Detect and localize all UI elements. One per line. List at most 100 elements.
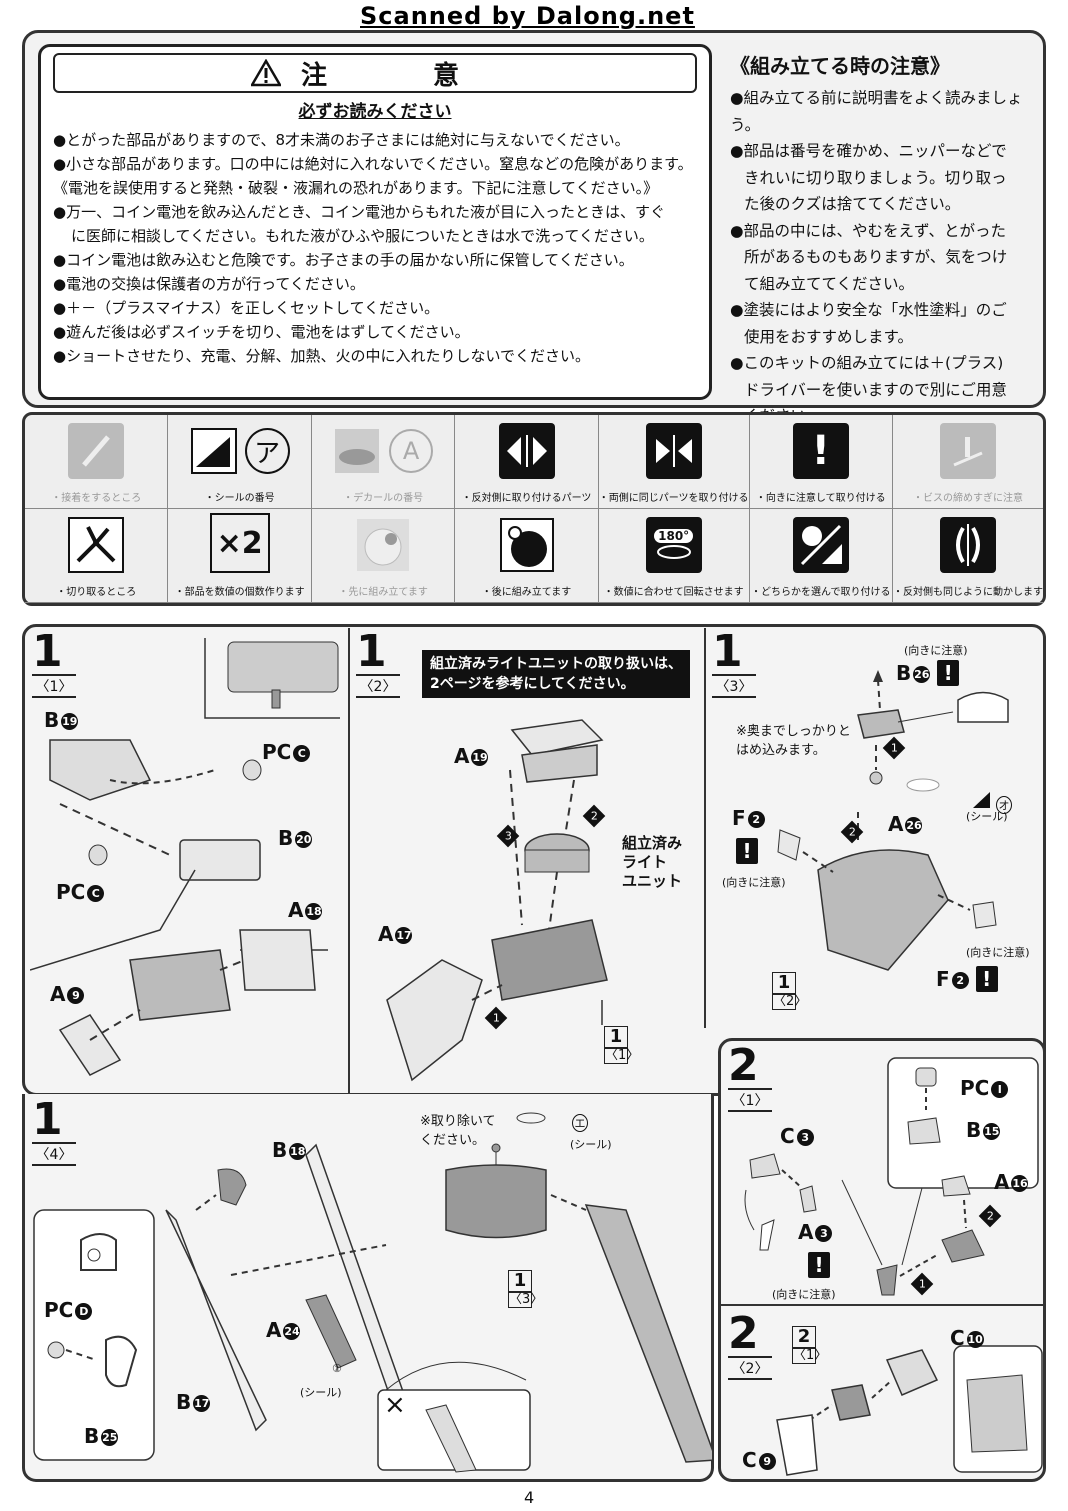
step-substep: 〈2〉 (728, 1356, 772, 1380)
light-unit-banner: 組立済みライトユニットの取り扱いは、2ページを参考にしてください。 (422, 650, 690, 698)
step-order-marker: 1 (882, 736, 906, 760)
step-1-3: 1 〈3〉 (712, 630, 756, 698)
caution-box: 注 意 必ずお読みください ●とがった部品がありますので、8才未満のお子さまには… (38, 44, 712, 400)
assembly-note-line: て組み立ててください。 (744, 274, 915, 293)
assembly-note-line: ●組み立てる前に説明書をよく読みましょう。 (730, 89, 1023, 134)
step-order-marker: 1 (484, 1006, 508, 1030)
remove-note: ※取り除いてください。 (420, 1114, 496, 1148)
choose-option-icon (792, 517, 849, 573)
caution-title: 注 意 (300, 60, 499, 91)
legend-label: ・反対側に取り付けるパーツ (461, 493, 592, 504)
legend-cell: ・切り取るところ (25, 509, 169, 603)
direction-warning-icon: ! (937, 660, 960, 686)
step-number: 1 (356, 626, 387, 677)
legend-label: ・数値に合わせて回転させます (603, 587, 744, 598)
assembly-note-line: 所があるものもありますが、気をつけ (744, 248, 1008, 266)
legend-label: ・先に組み立てます (338, 587, 428, 598)
step-substep: 〈4〉 (32, 1142, 76, 1166)
caution-header: 注 意 (53, 53, 697, 93)
legend-cell: A ・デカールの番号 (311, 415, 456, 509)
scan-credit: Scanned by Dalong.net (360, 2, 695, 30)
move-both-sides-icon (940, 517, 996, 573)
legend-cell: ・両側に同じパーツを取り付ける (598, 415, 750, 509)
sticker-number: エ (572, 1114, 588, 1132)
step-order-marker: 2 (582, 804, 606, 828)
legend-label: ・切り取るところ (56, 587, 137, 598)
assembly-note-line: ●このキットの組み立てには＋(プラス) (730, 354, 1004, 372)
legend-label: ・シールの番号 (204, 493, 275, 504)
step-1-1-diagram (30, 638, 340, 1076)
step-order-marker: 2 (840, 820, 864, 844)
assembly-note-line: きれいに切り取りましょう。切り取っ (744, 168, 1007, 187)
caution-subtitle: 必ずお読みください (298, 102, 452, 122)
legend-cell: ・反対側も同じように動かします (893, 509, 1043, 603)
caution-line: ●ショートさせたり、充電、分解、加熱、火の中に入れたりしないでください。 (53, 347, 591, 365)
legend-label: ・接着をするところ (51, 493, 142, 504)
caution-line: ●とがった部品がありますので、8才未満のお子さまには絶対に与えないでください。 (53, 131, 630, 149)
caution-line: ●万一、コイン電池を飲み込んだとき、コイン電池からもれた液が目に入ったときは、す… (53, 203, 666, 221)
legend-label: ・向きに注意して取り付ける (755, 493, 886, 504)
sticker-label: (シール) (570, 1138, 612, 1151)
legend-cell: ア ・シールの番号 (168, 415, 312, 509)
wrong-mark: × (384, 1390, 406, 1420)
assembly-note-line: ドライバーを使いますので別にご用意 (744, 380, 1007, 399)
step-2-1: 2 〈1〉 (728, 1044, 772, 1112)
assembly-notes-title: 《組み立てる時の注意》 (730, 54, 950, 78)
caution-line: ●コイン電池は飲み込むと危険です。お子さまの手の届かない所に保管してください。 (53, 251, 634, 269)
legend-cell: ! ・向きに注意して取り付ける (749, 415, 893, 509)
step-1-3-diagram (777, 670, 1009, 971)
step-2-2: 2 〈2〉 (728, 1312, 772, 1380)
symbol-legend: ・接着をするところ ア ・シールの番号 A ・デカールの番号 ・反対側に取り付け… (22, 412, 1046, 606)
step-substep: 〈1〉 (728, 1088, 772, 1112)
step-number: 1 (712, 626, 743, 677)
legend-cell: ・どちらかを選んで取り付ける (749, 509, 893, 603)
assemble-first-icon (355, 517, 411, 573)
sticker-number-icon: ア (190, 423, 290, 479)
direction-warning-icon: ! (736, 838, 758, 864)
both-sides-icon (645, 423, 702, 479)
assembly-note-line: 使用をおすすめします。 (744, 327, 913, 346)
caution-line: ●電池の交換は保護者の方が行ってください。 (53, 275, 365, 293)
sticker-label: (シール) (966, 810, 1008, 823)
direction-warning-icon: ! (975, 966, 998, 992)
step-2-2-diagram (776, 1345, 1043, 1476)
legend-label: ・両側に同じパーツを取り付ける (598, 493, 749, 504)
assembly-note-line: ●部品の中には、やむをえず、とがった (730, 221, 1006, 240)
opposite-side-icon (498, 423, 555, 479)
caution-line: ●遊んだ後は必ずスイッチを切り、電池をはずしてください。 (53, 323, 470, 341)
legend-cell: ・反対側に取り付けるパーツ (455, 415, 599, 509)
legend-label: ・どちらかを選んで取り付ける (751, 587, 891, 598)
step-order-marker: 2 (978, 1204, 1002, 1228)
step-number: 2 (728, 1308, 759, 1359)
step-order-marker: 3 (496, 824, 520, 848)
step-number: 1 (32, 626, 63, 677)
step-reference: 1〈3〉 (508, 1270, 544, 1308)
caution-line: ●小さな部品があります。口の中には絶対に入れないでください。窒息などの危険があり… (53, 155, 693, 173)
step-reference: 1〈1〉 (604, 1026, 640, 1064)
assembly-note-line: ●部品は番号を確かめ、ニッパーなどで (730, 142, 1007, 160)
caution-line: 《電池を誤使用すると発熱・破裂・液漏れの恐れがあります。下記に注意してください。… (53, 179, 659, 197)
legend-cell: ・後に組み立てます (455, 509, 599, 603)
glue-brush-icon (68, 423, 125, 479)
warning-triangle-icon (250, 59, 281, 87)
legend-cell: 180° ・数値に合わせて回転させます (598, 509, 750, 603)
assemble-later-icon (499, 517, 555, 573)
assembly-note-line: た後のクズは捨ててください。 (744, 195, 961, 213)
legend-cell: ・接着をするところ (25, 415, 169, 509)
page-number: 4 (524, 1488, 535, 1507)
